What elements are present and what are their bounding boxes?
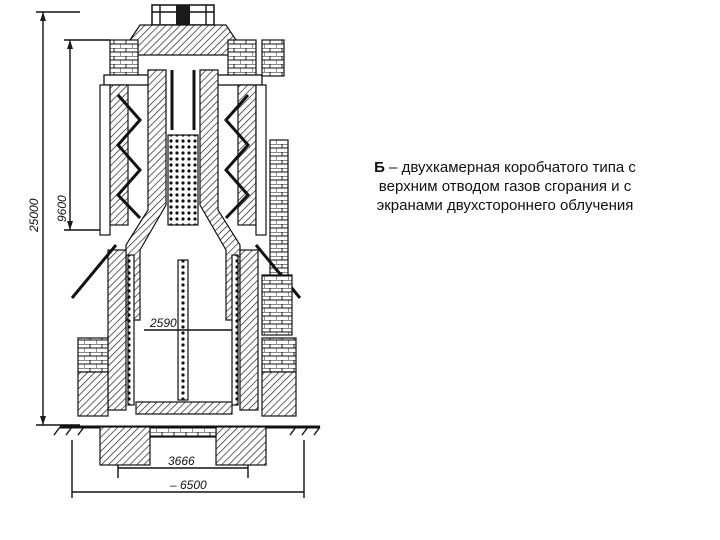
- dimension-label-25000: 25000: [27, 198, 41, 233]
- dimension-total-height: 25000: [27, 11, 80, 426]
- central-walls: [125, 69, 241, 321]
- dimension-upper-height: 9600: [55, 39, 110, 231]
- roof-braces: [70, 244, 302, 336]
- dimension-label-2590: 2590: [149, 316, 177, 330]
- caption-letter: Б: [374, 159, 385, 176]
- lower-chamber: 2590: [107, 249, 259, 415]
- side-burners-left: [77, 337, 109, 417]
- caption-text: – двухкамерная коробчатого типа с верхни…: [376, 159, 636, 214]
- dimension-label-3666: 3666: [168, 454, 195, 468]
- tube-bank-upper: [167, 134, 199, 226]
- upper-frame-right: [215, 39, 289, 291]
- dimension-label-9600: 9600: [55, 195, 69, 222]
- chimney-top: [118, 4, 248, 56]
- dimension-label-6500: – 6500: [169, 478, 207, 492]
- side-burners-right: [261, 337, 297, 417]
- caption: Б – двухкамерная коробчатого типа с верх…: [370, 158, 640, 215]
- upper-frame-left: [99, 39, 151, 236]
- dimension-overall-width: – 6500: [71, 440, 305, 498]
- foundation: [53, 425, 321, 466]
